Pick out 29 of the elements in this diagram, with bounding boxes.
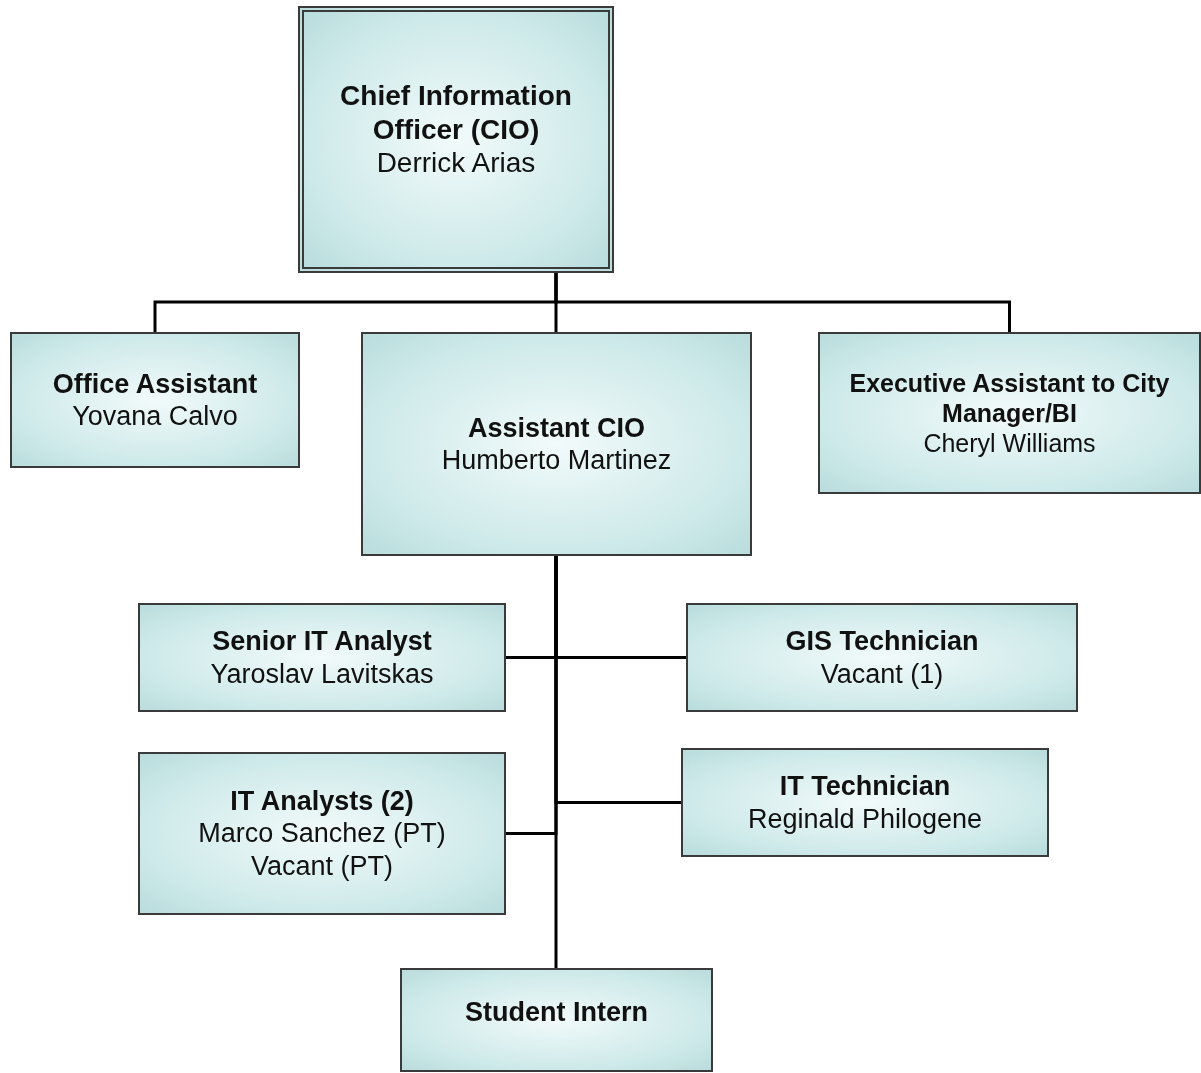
position-title: Assistant CIO <box>467 411 645 444</box>
position-title: Office Assistant <box>52 367 258 400</box>
position-title: IT Analysts (2) <box>230 784 414 818</box>
person-name: Yovana Calvo <box>72 400 238 433</box>
position-box <box>138 603 506 712</box>
person-name: Vacant (PT) <box>250 849 393 883</box>
person-name: Yaroslav Lavitskas <box>210 657 434 690</box>
position-title: Chief Information Officer (CIO) <box>339 79 573 147</box>
position-title: Senior IT Analyst <box>212 625 432 658</box>
person-name: Derrick Arias <box>376 146 536 180</box>
connector-line <box>554 556 558 968</box>
position-box <box>681 748 1049 857</box>
position-title: GIS Technician <box>785 625 979 658</box>
position-box <box>361 332 752 556</box>
person-name: Reginald Philogene <box>747 802 983 835</box>
position-box <box>400 968 713 1072</box>
person-name: Cheryl Williams <box>923 428 1096 458</box>
position-box <box>818 332 1201 494</box>
person-name: Humberto Martinez <box>441 444 672 477</box>
position-box <box>10 332 300 468</box>
position-title: IT Technician <box>779 770 951 803</box>
position-box <box>686 603 1078 712</box>
person-name: Marco Sanchez (PT) <box>198 817 446 850</box>
position-box <box>138 752 506 915</box>
executive-box <box>298 6 614 273</box>
position-title: Student Intern <box>465 995 648 1029</box>
person-name: Vacant (1) <box>820 657 944 690</box>
position-title: Executive Assistant to City Manager/BI <box>848 368 1171 428</box>
connector-line <box>554 273 1011 332</box>
